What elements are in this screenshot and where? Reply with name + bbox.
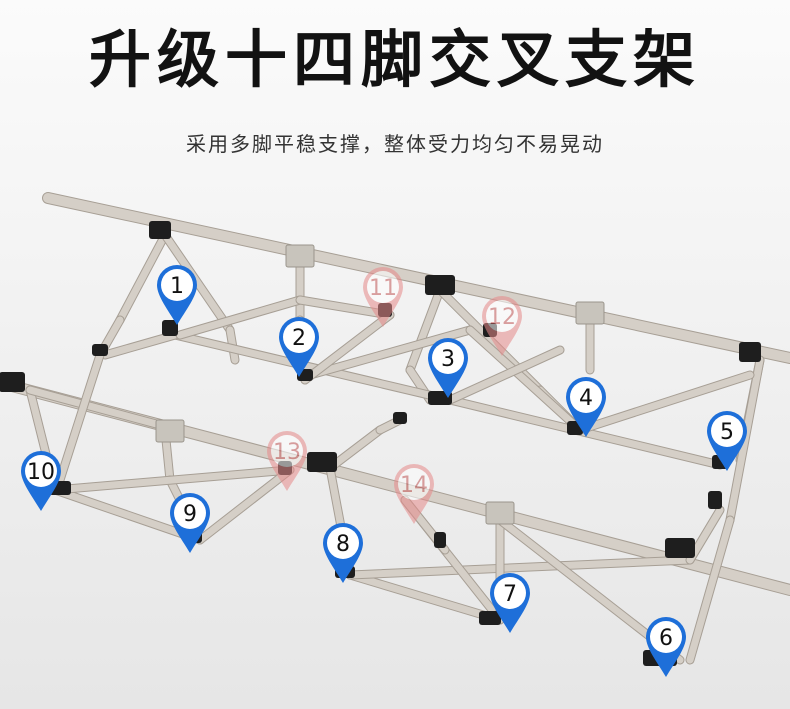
- frame-joint-23: [708, 491, 722, 509]
- leg-marker-14: 14: [394, 464, 434, 524]
- leg-marker-label: 11: [369, 276, 397, 301]
- leg-marker-8: 8: [323, 523, 363, 583]
- leg-marker-4: 4: [566, 377, 606, 437]
- leg-tube-23: [445, 345, 565, 405]
- leg-marker-12: 12: [482, 296, 522, 356]
- rail-bracket-3: [155, 419, 185, 443]
- frame-joint-4: [0, 372, 25, 392]
- leg-tube-32: [325, 425, 385, 473]
- leg-marker-label: 10: [27, 460, 55, 485]
- leg-marker-label: 1: [170, 274, 184, 299]
- leg-tube-7: [405, 285, 445, 375]
- frame-joint-8: [92, 344, 108, 356]
- leg-tube-24: [575, 370, 755, 435]
- leg-marker-2: 2: [279, 317, 319, 377]
- frame-joint-6: [665, 538, 695, 558]
- leg-tube-16: [100, 330, 180, 360]
- leg-marker-1: 1: [157, 265, 197, 325]
- rail-bracket-1: [285, 244, 315, 268]
- frame-joint-5: [307, 452, 337, 472]
- frame-tubes: [2, 192, 790, 665]
- leg-marker-label: 6: [659, 626, 673, 651]
- leg-tube-18: [305, 325, 475, 380]
- frame-joint-2: [425, 275, 455, 295]
- leg-marker-3: 3: [428, 338, 468, 398]
- frame-joint-7: [162, 320, 178, 336]
- frame-joint-1: [149, 221, 171, 239]
- leg-marker-label: 2: [292, 326, 306, 351]
- leg-tube-26: [25, 385, 165, 430]
- leg-marker-10: 10: [20, 450, 62, 511]
- leg-tube-15: [170, 330, 455, 405]
- leg-tube-31: [195, 465, 295, 545]
- leg-tube-35: [345, 570, 505, 625]
- leg-marker-label: 7: [503, 582, 517, 607]
- leg-tube-42: [55, 350, 105, 485]
- frame-joint-3: [739, 342, 761, 362]
- page-subtitle: 采用多脚平稳支撑，整体受力均匀不易晃动: [186, 132, 604, 156]
- leg-marker-label: 12: [488, 305, 516, 330]
- leg-marker-6: 6: [646, 617, 686, 677]
- frame-joint-21: [393, 412, 407, 424]
- rail-bracket-4: [485, 501, 515, 525]
- leg-marker-7: 7: [490, 573, 530, 633]
- leg-tube-36: [345, 555, 695, 580]
- leg-tube-14: [685, 515, 735, 665]
- leg-marker-label: 14: [400, 473, 428, 498]
- leg-tube-1: [115, 230, 170, 325]
- leg-marker-label: 3: [441, 347, 455, 372]
- leg-tube-20: [175, 295, 305, 340]
- leg-tube-3: [160, 230, 235, 335]
- leg-marker-11: 11: [363, 267, 403, 327]
- page-title: 升级十四脚交叉支架: [88, 23, 701, 96]
- leg-tube-29: [50, 485, 205, 545]
- leg-marker-9: 9: [170, 493, 210, 553]
- leg-tube-22: [300, 310, 395, 385]
- rail-back: [42, 192, 790, 364]
- frame-joint-15: [479, 611, 501, 625]
- leg-tube-19: [465, 325, 585, 435]
- leg-marker-5: 5: [707, 411, 747, 471]
- leg-tube-30: [50, 465, 295, 495]
- leg-marker-label: 9: [183, 502, 197, 527]
- leg-marker-label: 4: [579, 386, 593, 411]
- rail-bracket-2: [575, 301, 605, 325]
- leg-marker-label: 13: [273, 440, 301, 465]
- frame-joint-22: [434, 532, 446, 548]
- leg-marker-label: 5: [720, 420, 734, 445]
- leg-marker-13: 13: [267, 431, 307, 491]
- leg-marker-label: 8: [336, 532, 350, 557]
